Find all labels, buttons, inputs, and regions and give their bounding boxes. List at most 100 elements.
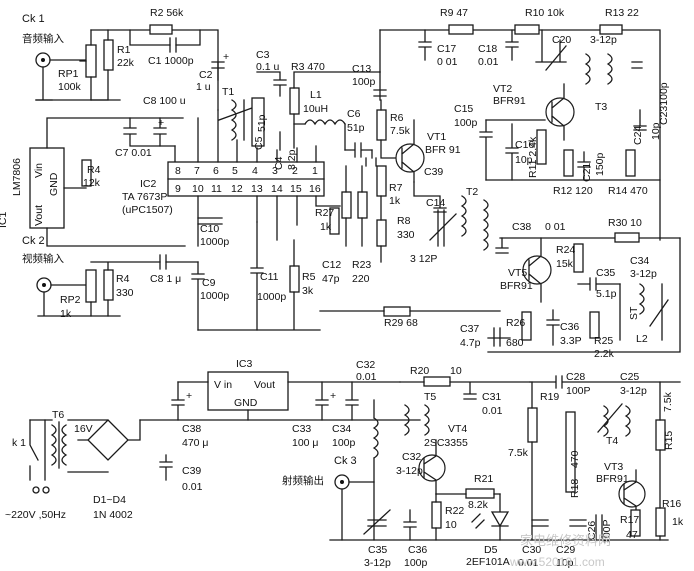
c2-label: C2 (199, 69, 213, 81)
l1-value: 10uH (303, 103, 328, 115)
r5-value: 3k (302, 285, 314, 297)
r19-value: 7.5k (508, 447, 529, 459)
c29-label: C29 (556, 544, 575, 556)
vt5-mixer-section: C38 0 01 R30 10 R24 15k VT5 BFR91 C35 5.… (319, 217, 681, 360)
r8-label: R8 (397, 215, 411, 227)
v16-label: 16V (74, 423, 93, 435)
c35b-value: 3-12p (364, 557, 391, 569)
c23-label: C23100p (658, 82, 670, 125)
c35-label: C35 (596, 267, 615, 279)
ic2-pin-12: 12 (231, 183, 243, 195)
c7-label: C7 0.01 (115, 147, 152, 159)
r30-label: R30 10 (608, 217, 642, 229)
r21-value: 8.2k (468, 499, 489, 511)
vt3-label: VT3 (604, 461, 623, 473)
c26-value: 100P (601, 519, 613, 544)
vt2-oscillator-section: R9 47 R10 10k R13 22 C17 0 01 C18 0.01 C… (379, 7, 670, 241)
r9-resistor (448, 24, 474, 35)
r22-label: R22 (445, 505, 464, 517)
r22-value: 10 (445, 519, 457, 531)
ic2-alt-part: (uPC1507) (122, 204, 173, 216)
rf-output-section: R20 10 C31 0.01 T5 VT4 2SC3355 R21 8.2k … (282, 365, 684, 569)
ck2-desc: 视频输入 (22, 252, 64, 265)
r7-label: R7 (389, 182, 403, 194)
r27-resistor (329, 207, 340, 235)
ic2-pin-2: 2 (292, 165, 298, 177)
rp2-label: RP2 (60, 294, 81, 306)
r20-resistor (423, 376, 451, 387)
c39b-value: 0.01 (182, 481, 203, 493)
l1-label: L1 (310, 89, 322, 101)
r13-label: R13 22 (605, 7, 639, 19)
c39b-label: C39 (182, 465, 201, 477)
c4-value: 8 2p (286, 149, 298, 170)
c25-label: C25 (620, 371, 639, 383)
r2-label: R2 56k (150, 7, 184, 19)
c38b-label: C38 (182, 423, 201, 435)
r1-resistor (103, 39, 114, 71)
vt4-transistor (418, 454, 446, 482)
ck1-desc: 音频输入 (22, 32, 64, 45)
svg-text:+: + (186, 390, 192, 402)
vt2-label: VT2 (493, 83, 512, 95)
r20-label: R20 (410, 365, 429, 377)
c18-value: 0.01 (478, 56, 499, 68)
c35b-label: C35 (368, 544, 387, 556)
r4-value: 12k (83, 177, 101, 189)
c5-value: 51p (256, 114, 268, 132)
r26-label: R26 (506, 317, 525, 329)
vt1-transistor (395, 143, 425, 173)
r17-resistor (630, 509, 641, 537)
rp2-potentiometer (85, 269, 97, 303)
c9-label: C9 (202, 277, 216, 289)
r26-value: 680 (506, 337, 524, 349)
c36b-value: 100p (404, 557, 428, 569)
c13-value: 100p (352, 76, 376, 88)
vt5-label: VT5 (508, 267, 527, 279)
c12-capacitor-body (357, 191, 368, 219)
r11-resistor (536, 129, 547, 165)
r1-value: 22k (117, 57, 135, 69)
c32b-value: 3-12p (396, 465, 423, 477)
ic2-pin-13: 13 (251, 183, 263, 195)
d5-label: D5 (484, 544, 498, 556)
vt3-transistor (618, 480, 646, 508)
r18-resistor (565, 411, 576, 493)
c39-label: C39 (424, 166, 443, 178)
c15-label: C15 (454, 103, 473, 115)
c25-value: 3-12p (620, 385, 647, 397)
mains-label: ~220V ,50Hz (5, 509, 66, 521)
ic3-label: IC3 (236, 358, 253, 370)
r7-resistor (376, 165, 387, 197)
r24-resistor (573, 243, 584, 273)
c21-value: 150p (594, 152, 606, 176)
c3-label: C3 (256, 49, 270, 61)
c28-label: C28 (566, 371, 585, 383)
vt5-type: BFR91 (500, 280, 533, 292)
r16-label: R16 (662, 498, 681, 510)
r25-label: R25 (594, 335, 613, 347)
c33-value: 100 μ (292, 437, 319, 449)
r14-label: R14 470 (608, 185, 648, 197)
c11-value: 1000p (257, 291, 286, 303)
r18-value: 470 (569, 450, 581, 468)
c32b-label: C32 (402, 451, 421, 463)
r2-resistor (149, 24, 173, 35)
r3-resistor (289, 87, 300, 115)
c10-label: C10 (200, 223, 219, 235)
c8-label: C8 100 u (143, 95, 186, 107)
r16-value: 1k (672, 516, 684, 528)
r29-label: R29 68 (384, 317, 418, 329)
r5-label: R5 (302, 271, 316, 283)
r16-resistor (655, 507, 666, 537)
r8-value: 330 (397, 229, 415, 241)
r21-label: R21 (474, 473, 493, 485)
ic1-gnd: GND (48, 172, 60, 196)
r25-value: 2.2k (594, 348, 615, 360)
c6-coupling: C6 51p (344, 108, 377, 167)
r14-resistor (625, 149, 636, 177)
r5-resistor (289, 265, 300, 293)
ic2-pin-5: 5 (232, 165, 238, 177)
ic1-vout: Vout (33, 205, 45, 226)
ic2-pin-7: 7 (194, 165, 200, 177)
